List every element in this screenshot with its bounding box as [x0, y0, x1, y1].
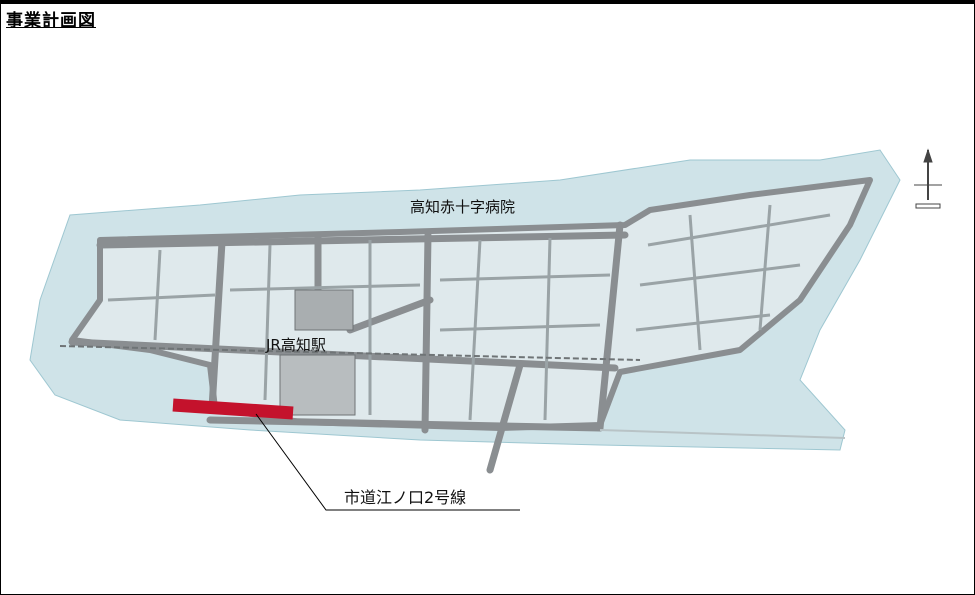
highlighted-road: [172, 398, 294, 420]
top-rule: [0, 0, 975, 4]
station-plaza: [294, 289, 354, 331]
label-station: JR高知駅: [266, 336, 326, 354]
minor-streets: [107, 204, 831, 421]
label-road: 市道江ノ口2号線: [344, 488, 467, 507]
railway-line: [59, 345, 641, 361]
label-hospital: 高知赤十字病院: [410, 198, 516, 216]
page-title: 事業計画図: [6, 11, 96, 31]
road-leader-line: [255, 413, 520, 511]
east-road-extension: [599, 429, 846, 439]
north-arrow-icon: [914, 148, 942, 209]
station-building: [279, 354, 356, 416]
